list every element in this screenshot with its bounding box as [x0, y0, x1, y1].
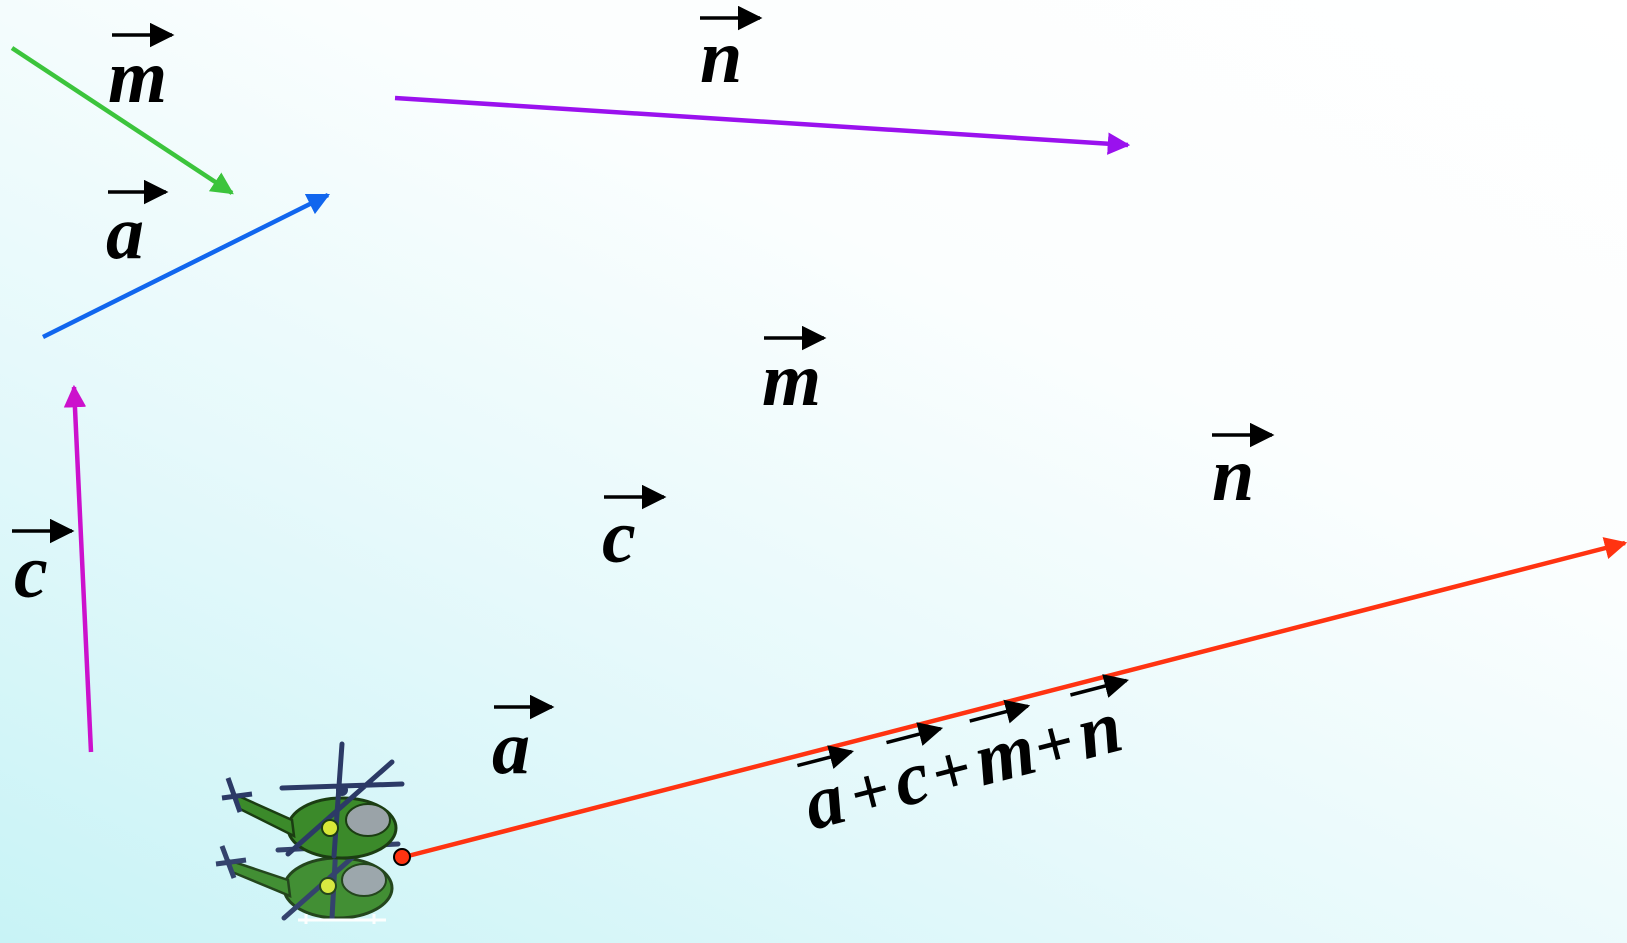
label-n-top: n: [700, 5, 763, 99]
resultant-label: a + c + m + n: [795, 674, 1130, 846]
vector-a-arrow: [41, 192, 331, 340]
svg-text:n: n: [1212, 433, 1254, 517]
helicopter-icon: [215, 741, 405, 924]
vector-n-arrow: [394, 95, 1131, 155]
svg-text:m: m: [108, 35, 167, 119]
label-n-chain: n: [1212, 422, 1275, 517]
label-c-chain: c: [602, 484, 667, 579]
vector-c-arrow: [63, 384, 94, 753]
svg-text:c: c: [14, 530, 48, 614]
label-m-chain: m: [762, 325, 827, 422]
label-c-left: c: [12, 518, 75, 614]
svg-text:c: c: [602, 495, 636, 579]
svg-text:a: a: [106, 191, 144, 275]
label-a-chain: a: [492, 694, 555, 790]
label-a-left: a: [106, 179, 169, 275]
svg-text:n: n: [700, 15, 742, 99]
resultant-vector-arrow: [403, 537, 1627, 860]
svg-text:a: a: [492, 706, 530, 790]
label-m-left: m: [108, 22, 175, 119]
vector-m-arrow: [10, 46, 234, 195]
origin-point: [393, 848, 411, 866]
svg-text:m: m: [762, 338, 821, 422]
